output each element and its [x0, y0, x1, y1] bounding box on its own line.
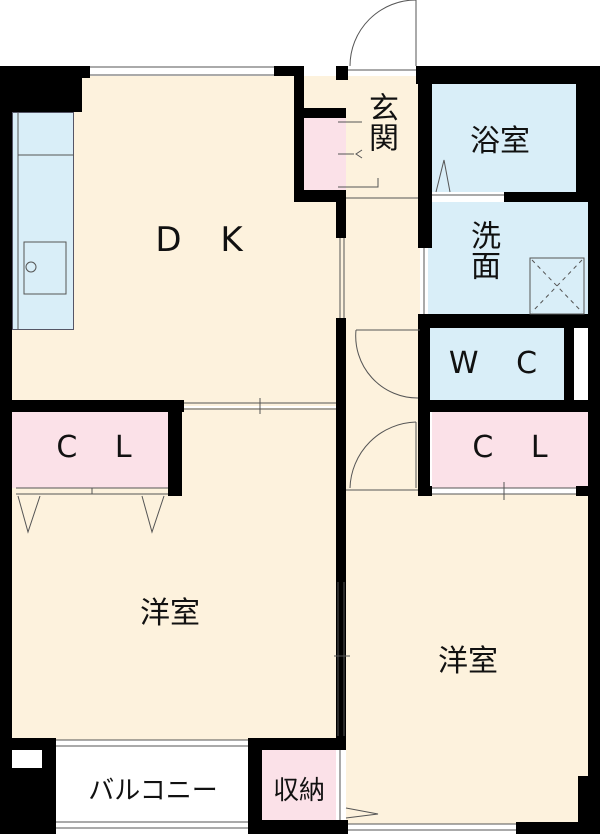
wall	[274, 66, 304, 76]
label-bath: 浴室	[470, 124, 530, 159]
wall	[248, 738, 262, 834]
label-balcony: バルコニー	[88, 776, 218, 806]
label-western-right: 洋室	[438, 644, 498, 679]
label-wc: W C	[448, 346, 552, 381]
room-storage	[262, 748, 336, 820]
wall	[418, 314, 600, 328]
wall	[248, 820, 348, 834]
room-western-right	[346, 494, 590, 824]
label-cl-right: C L	[472, 430, 562, 465]
wall	[294, 66, 304, 202]
room-cl-left	[12, 412, 168, 488]
label-entrance: 玄関	[363, 92, 398, 152]
wall	[416, 66, 600, 84]
wall	[336, 190, 346, 238]
wall	[576, 66, 600, 202]
room-wc	[428, 328, 564, 400]
wall	[564, 328, 574, 400]
wall	[0, 66, 82, 112]
wall	[248, 738, 346, 750]
window-opening	[12, 750, 42, 768]
wall	[418, 486, 432, 496]
wall	[578, 776, 600, 834]
room-washroom	[428, 202, 588, 316]
entrance-shoebox	[304, 118, 346, 190]
room-bath	[432, 84, 576, 192]
wall	[294, 108, 346, 118]
label-western-left: 洋室	[140, 596, 200, 631]
wall	[336, 66, 348, 80]
label-washroom: 洗面	[465, 220, 500, 280]
kitchen-counter	[12, 112, 74, 330]
wall	[168, 400, 182, 496]
wall	[576, 486, 600, 496]
wall	[504, 192, 600, 202]
window-opening	[576, 330, 584, 398]
room-balcony	[54, 748, 252, 820]
label-dk: D K	[155, 220, 257, 260]
wall	[336, 318, 346, 742]
wall	[418, 400, 600, 412]
wall	[0, 66, 12, 834]
wall	[588, 192, 600, 832]
wall	[294, 190, 346, 202]
wall	[0, 400, 184, 412]
room-cl-right	[432, 412, 588, 488]
wall	[418, 66, 432, 248]
label-storage: 収納	[272, 776, 325, 806]
label-cl-left: C L	[56, 430, 146, 465]
